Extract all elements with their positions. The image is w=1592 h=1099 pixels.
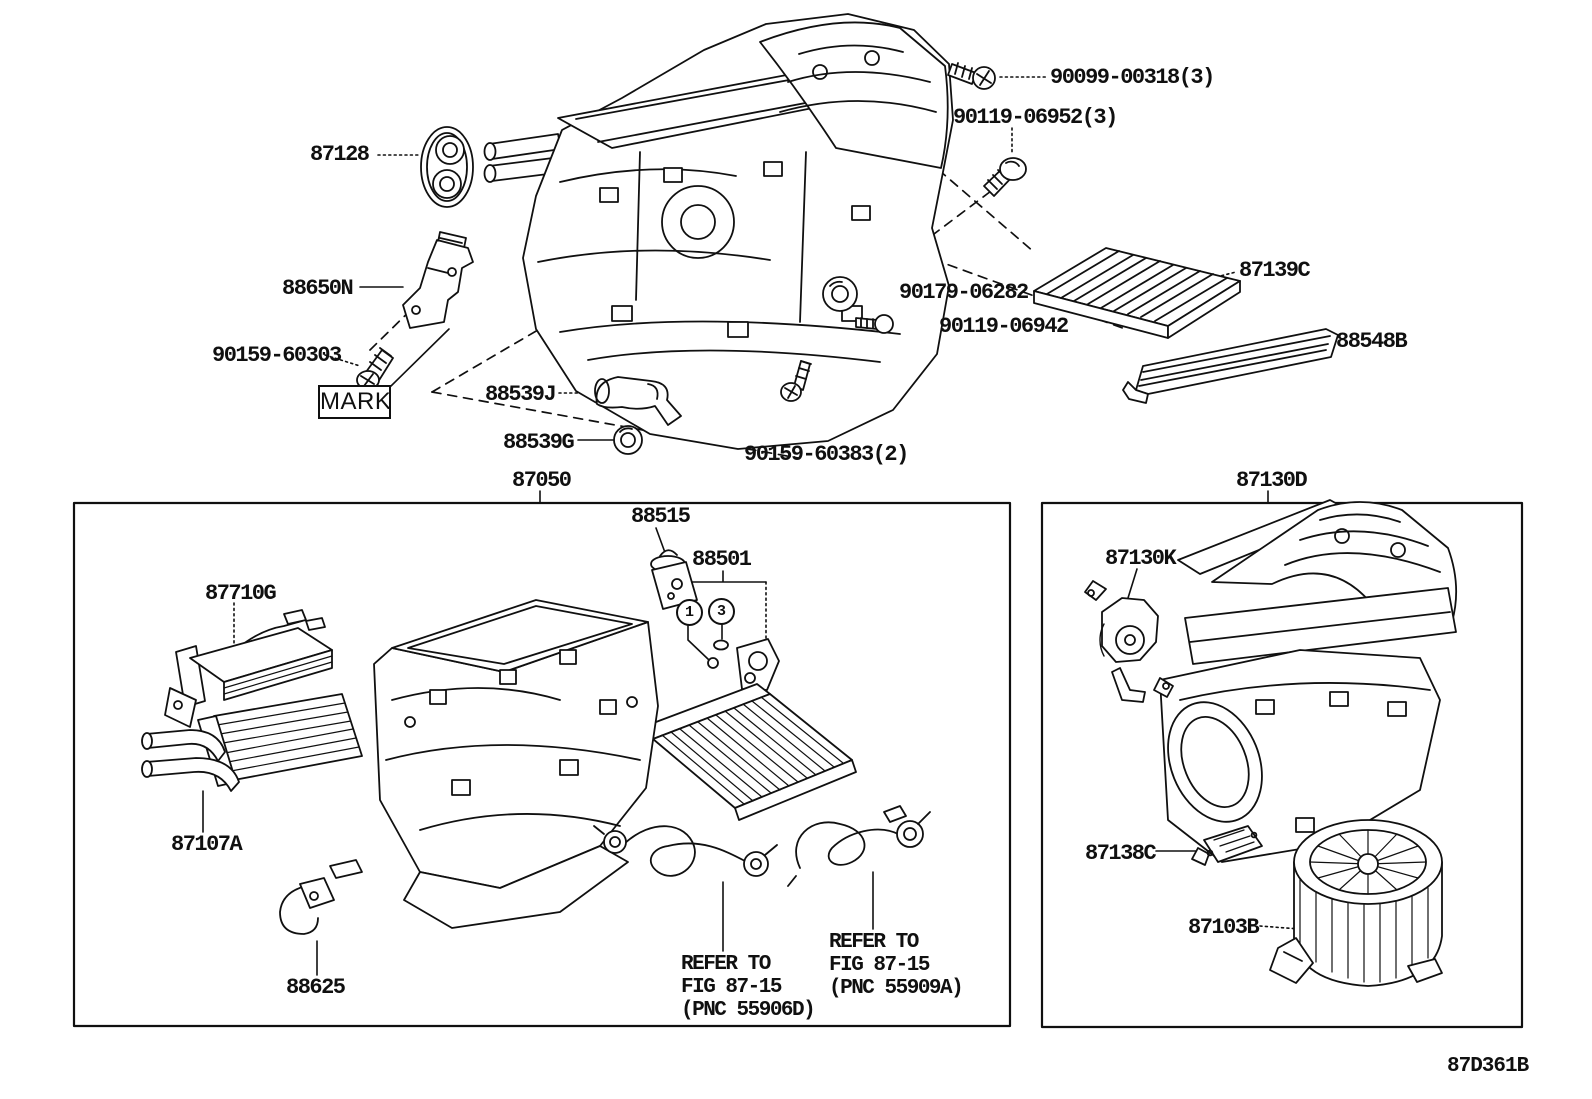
filter-cover-88548b-drawing [1122,328,1339,404]
part-label-87139c: 87139C [1239,258,1311,283]
ring-88539g-drawing [613,425,643,455]
refer-note-line: REFER TO [681,953,771,976]
screw-90159-60383-drawing [780,360,812,402]
hose-88539j-drawing [594,376,682,426]
refer-note-line: (PNC 55909A) [829,977,964,1000]
bolt-90119-06952-drawing [983,157,1027,197]
part-label-87103b: 87103B [1188,915,1260,940]
bolt-90119-06942-drawing [855,314,894,334]
ac-case-drawing [373,599,659,929]
part-label-90159-60303: 90159-60303 [212,343,342,368]
heater-core-87710g-drawing [164,609,333,728]
amplifier-bracket-88650n-drawing [402,231,474,329]
part-label-88515: 88515 [631,504,691,529]
callout-3: 3 [708,598,735,625]
grommet-87128-drawing [420,126,474,208]
servo-87130k-drawing [1084,580,1174,703]
part-label-88548b: 88548B [1336,329,1408,354]
part-label-87710g: 87710G [205,581,277,606]
refer-note-line: FIG 87-15 [829,954,930,977]
part-label-88501: 88501 [692,547,752,572]
refer-note-line: REFER TO [829,931,919,954]
part-label-88650n: 88650N [282,276,354,301]
refer-note-line: FIG 87-15 [681,976,782,999]
part-label-87107a: 87107A [171,832,243,857]
evaporator-88501-drawing [639,638,857,821]
refer-note-line: (PNC 55906D) [681,999,816,1022]
part-label-87050: 87050 [512,468,572,493]
radiator-87107a-drawing [141,693,363,792]
part-label-90119-06942: 90119-06942 [939,314,1069,339]
part-label-88539g: 88539G [503,430,575,455]
screw-90159-60303-drawing [356,347,394,390]
part-label-87130k: 87130K [1105,546,1177,571]
diagram-code: 87D361B [1447,1055,1529,1078]
wire-55909a-drawing [787,805,931,887]
callout-1: 1 [676,599,703,626]
grommet-90179-06282-drawing [822,276,858,312]
mark-box-label: MARK [318,385,391,419]
wire-55906d-drawing [593,825,778,877]
blower-motor-87103b-drawing [1269,819,1443,987]
unit-box-87050 [72,501,1012,1028]
part-label-88539j: 88539J [485,382,557,407]
thermistor-88625-drawing [279,859,363,935]
blower-box-87130d [1040,501,1524,1029]
resistor-87138c-drawing [1191,825,1263,866]
refer-note-55906d: REFER TO FIG 87-15 (PNC 55906D) [681,953,816,1022]
expansion-valve-88515-drawing [650,549,698,610]
part-label-90099-00318: 90099-00318(3) [1050,65,1215,90]
part-label-90179-06282: 90179-06282 [899,280,1029,305]
refer-note-55909a: REFER TO FIG 87-15 (PNC 55909A) [829,931,964,1000]
cabin-filter-87139c-drawing [1033,247,1241,339]
part-label-87138c: 87138C [1085,841,1157,866]
main-unit-drawing [483,13,954,450]
part-label-90159-60383: 90159-60383(2) [744,442,909,467]
part-label-87130d: 87130D [1236,468,1308,493]
part-label-90119-06952: 90119-06952(3) [953,105,1118,130]
screw-90099-00318-drawing [947,62,996,90]
part-label-87128: 87128 [310,142,370,167]
part-label-88625: 88625 [286,975,346,1000]
blower-case-drawing [1159,499,1458,863]
